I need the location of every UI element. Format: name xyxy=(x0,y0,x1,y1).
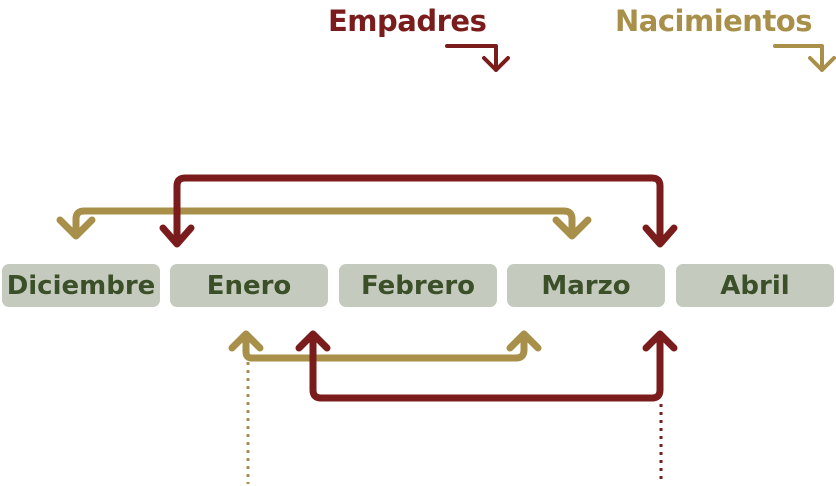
month-box-febrero: Febrero xyxy=(339,264,497,307)
legend-nacimientos-arrow-icon xyxy=(773,44,836,72)
nacimientos-top-bracket xyxy=(56,207,592,240)
legend-empadres: Empadres xyxy=(328,4,487,38)
nacimientos-bottom-bracket xyxy=(228,330,542,362)
empadres-bottom-bracket xyxy=(295,330,678,402)
month-box-enero: Enero xyxy=(170,264,328,307)
legend-empadres-arrow-icon xyxy=(445,44,510,72)
month-box-marzo: Marzo xyxy=(507,264,665,307)
month-box-abril: Abril xyxy=(676,264,834,307)
empadres-top-bracket xyxy=(159,174,678,248)
month-box-diciembre: Diciembre xyxy=(2,264,160,307)
legend-nacimientos: Nacimientos xyxy=(615,4,813,38)
